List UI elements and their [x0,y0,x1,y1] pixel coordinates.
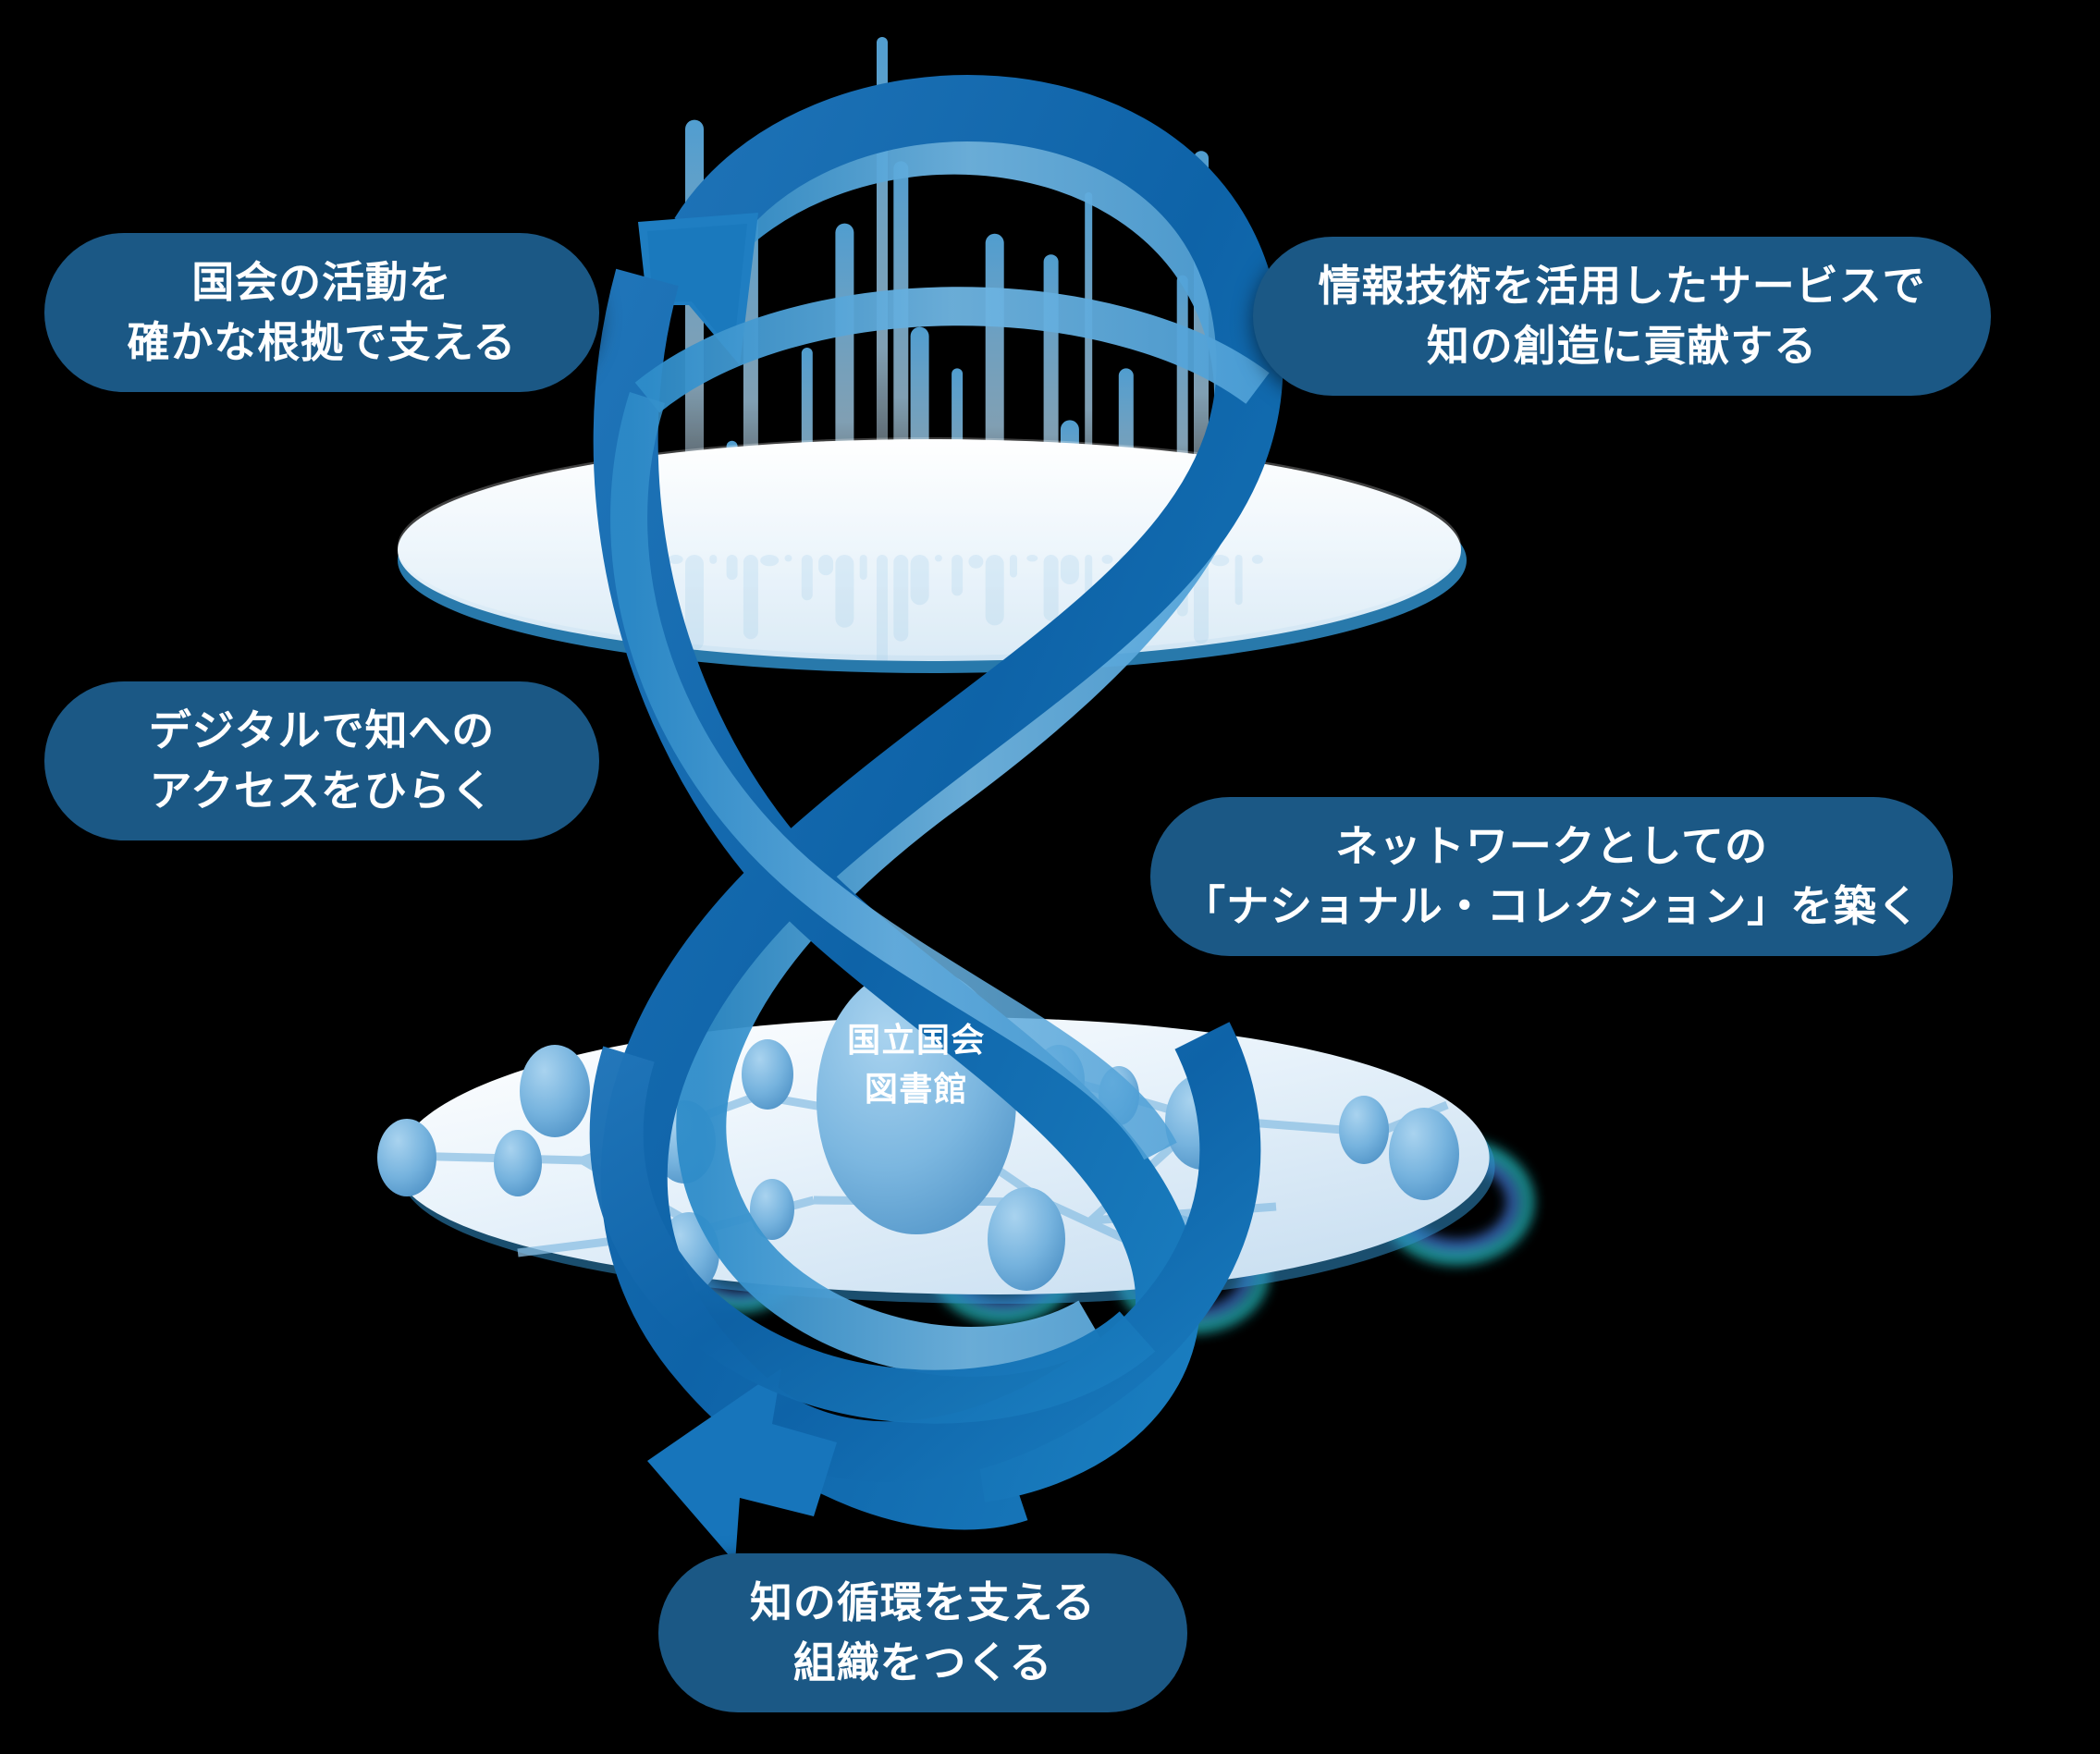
label-digital-access-line1: デジタルで知への [148,705,496,754]
label-national-collection-line2: 「ナショナル・コレクション」を築く [1183,882,1921,930]
bar-reflection [1060,555,1079,584]
bar-reflection [1234,555,1243,606]
knowledge-cycle-arrows [589,75,1283,1563]
label-national-collection-line1: ネットワークとしての [1335,821,1768,870]
label-info-technology-line1: 情報技術を活用したサービスで [1318,261,1926,310]
bar-reflection [1251,555,1263,564]
label-legislative-support-line2: 確かな根拠で支える [127,318,517,366]
bar-reflection [709,555,718,564]
lower-arrowhead [647,1368,837,1563]
bar-reflection [784,555,792,562]
bar-reflection [743,555,758,640]
bar-reflection [801,555,813,601]
label-info-technology-line2: 知の創造に貢献する [1426,322,1818,370]
bar-reflection [910,555,929,606]
label-digital-access[interactable]: デジタルで知への アクセスをひらく [44,681,599,840]
bar-reflection [1043,555,1059,621]
bar-reflection [877,555,888,661]
label-organization-line1: 知の循環を支える [750,1577,1096,1626]
bar-reflection [760,555,780,567]
bar-reflection [968,555,984,569]
bar-reflection [934,555,942,562]
bar-reflection [1010,555,1017,578]
upper-knowledge-disc [398,437,1467,673]
bar-reflection [668,555,683,564]
bar-reflection [1210,555,1230,567]
bar-reflection [985,555,1004,626]
label-legislative-support[interactable]: 国会の活動を 確かな根拠で支える [44,233,599,392]
bar-reflection [685,555,704,651]
label-national-collection[interactable]: ネットワークとしての 「ナショナル・コレクション」を築く [1150,797,1953,956]
bar-reflection [893,555,909,642]
bar-reflection [859,555,867,581]
bar-reflection [952,555,964,596]
label-info-technology[interactable]: 情報技術を活用したサービスで 知の創造に貢献する [1253,237,1991,396]
bar-reflection [818,555,834,576]
bar-reflection [726,555,738,581]
label-digital-access-line2: アクセスをひらく [149,767,495,815]
bar-reflection [1101,555,1113,564]
bar-reflection [1026,555,1038,562]
bar-reflection [835,555,854,628]
label-organization[interactable]: 知の循環を支える 組織をつくる [658,1553,1187,1712]
label-organization-line2: 組織をつくる [792,1638,1053,1687]
label-legislative-support-line1: 国会の活動を [191,257,452,306]
